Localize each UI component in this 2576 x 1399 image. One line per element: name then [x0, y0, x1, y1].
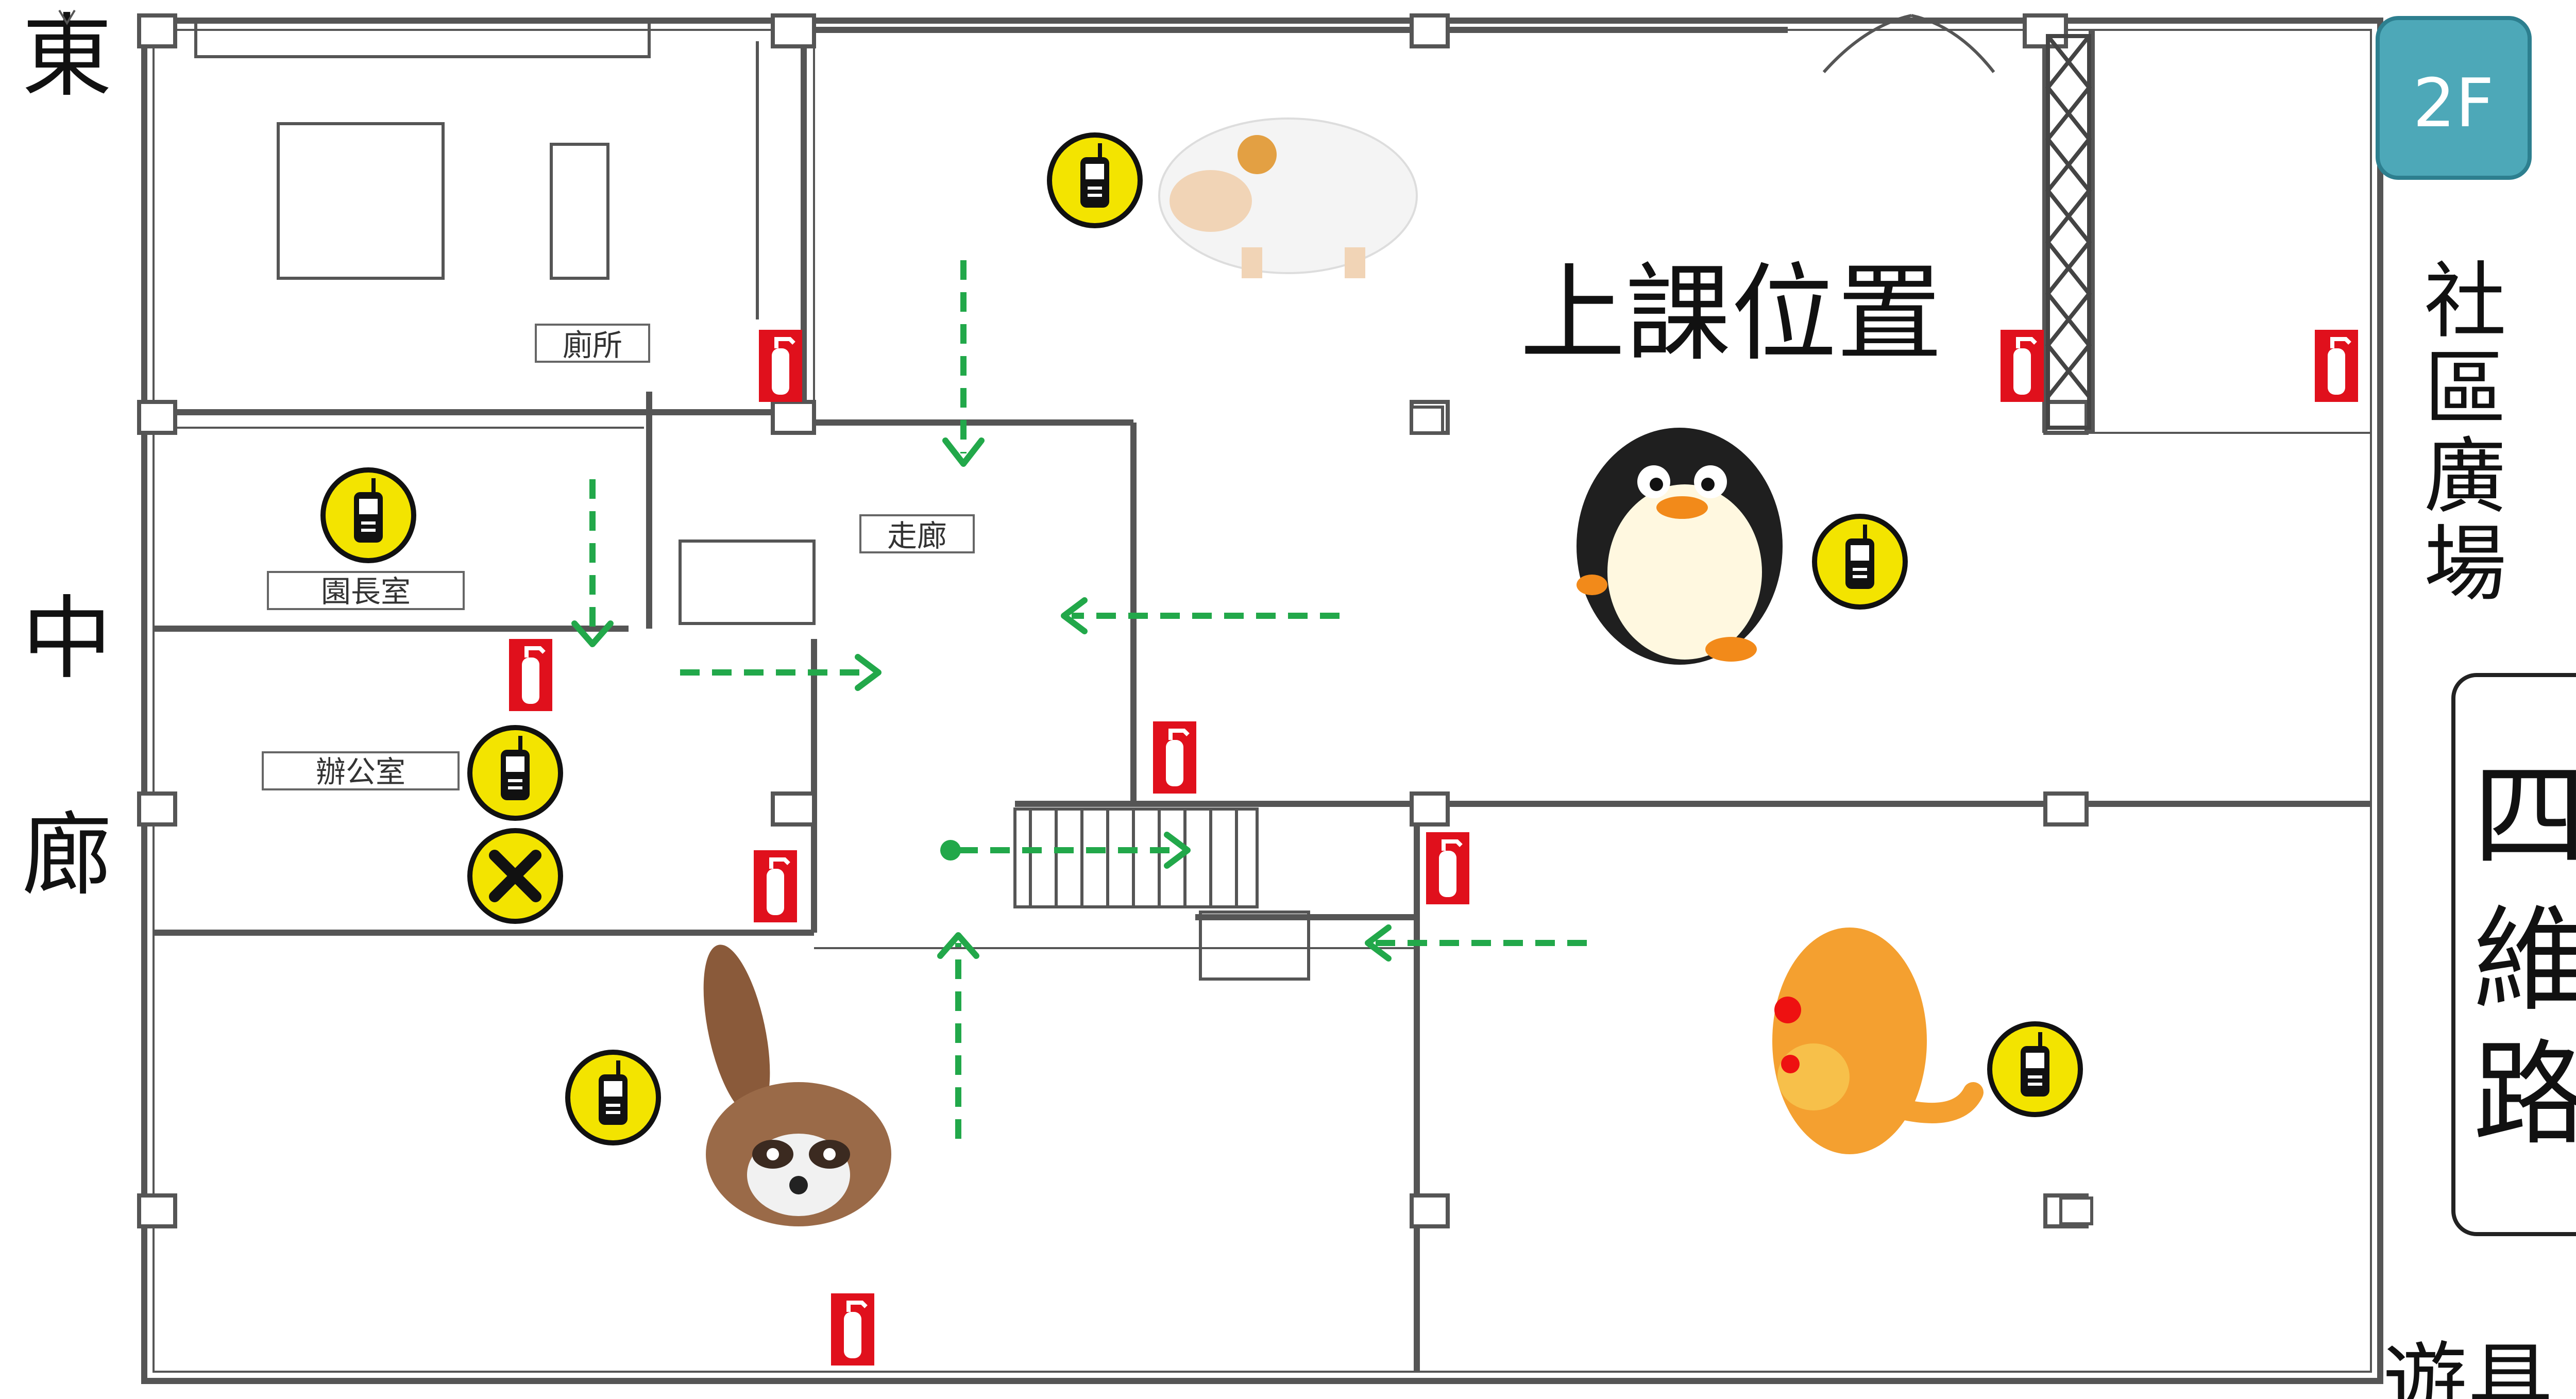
raccoon-illustration — [703, 945, 891, 1226]
evacuation-routes — [571, 260, 1587, 1139]
svg-text:區: 區 — [2424, 341, 2506, 437]
north-marker — [58, 9, 76, 25]
street-label-right-road: 四 維 路 — [2451, 673, 2576, 1236]
fixtures — [1410, 406, 2093, 1225]
room-label-restroom: 廁所 — [563, 328, 622, 363]
svg-text:廣: 廣 — [2424, 428, 2506, 525]
door-arc — [1822, 14, 1995, 73]
staircase — [1013, 807, 1310, 981]
svg-text:廊: 廊 — [22, 803, 112, 908]
toilet-fixtures — [194, 19, 816, 625]
room-label-principal-office: 園長室 — [321, 574, 411, 609]
playground-label: 遊具 — [2383, 1333, 2553, 1399]
room-label-corridor: 走廊 — [887, 518, 947, 553]
kangaroo-illustration — [1772, 928, 1984, 1154]
svg-text:路: 路 — [2473, 1029, 2576, 1160]
main-room-label: 上課位置 — [1520, 253, 1942, 376]
building-walls — [141, 18, 2383, 1384]
svg-text:四: 四 — [2473, 750, 2576, 882]
room-label-office: 辦公室 — [316, 754, 405, 789]
svg-text:維: 維 — [2473, 895, 2576, 1026]
svg-text:社: 社 — [2424, 253, 2506, 349]
svg-text:中: 中 — [22, 587, 112, 692]
svg-text:東: 東 — [22, 5, 112, 109]
sheep-illustration — [1158, 117, 1418, 278]
street-label-right-top: 社 區 廣 場 — [2424, 253, 2506, 612]
penguin-illustration — [1577, 428, 1783, 665]
svg-text:場: 場 — [2424, 516, 2506, 612]
floor-badge[interactable]: 2F — [2376, 16, 2532, 180]
tools-icon — [467, 828, 563, 924]
elevator-shaft — [2045, 34, 2092, 430]
street-label-left: 東 中 廊 — [22, 5, 112, 908]
floor-badge-label: 2F — [2413, 64, 2494, 142]
